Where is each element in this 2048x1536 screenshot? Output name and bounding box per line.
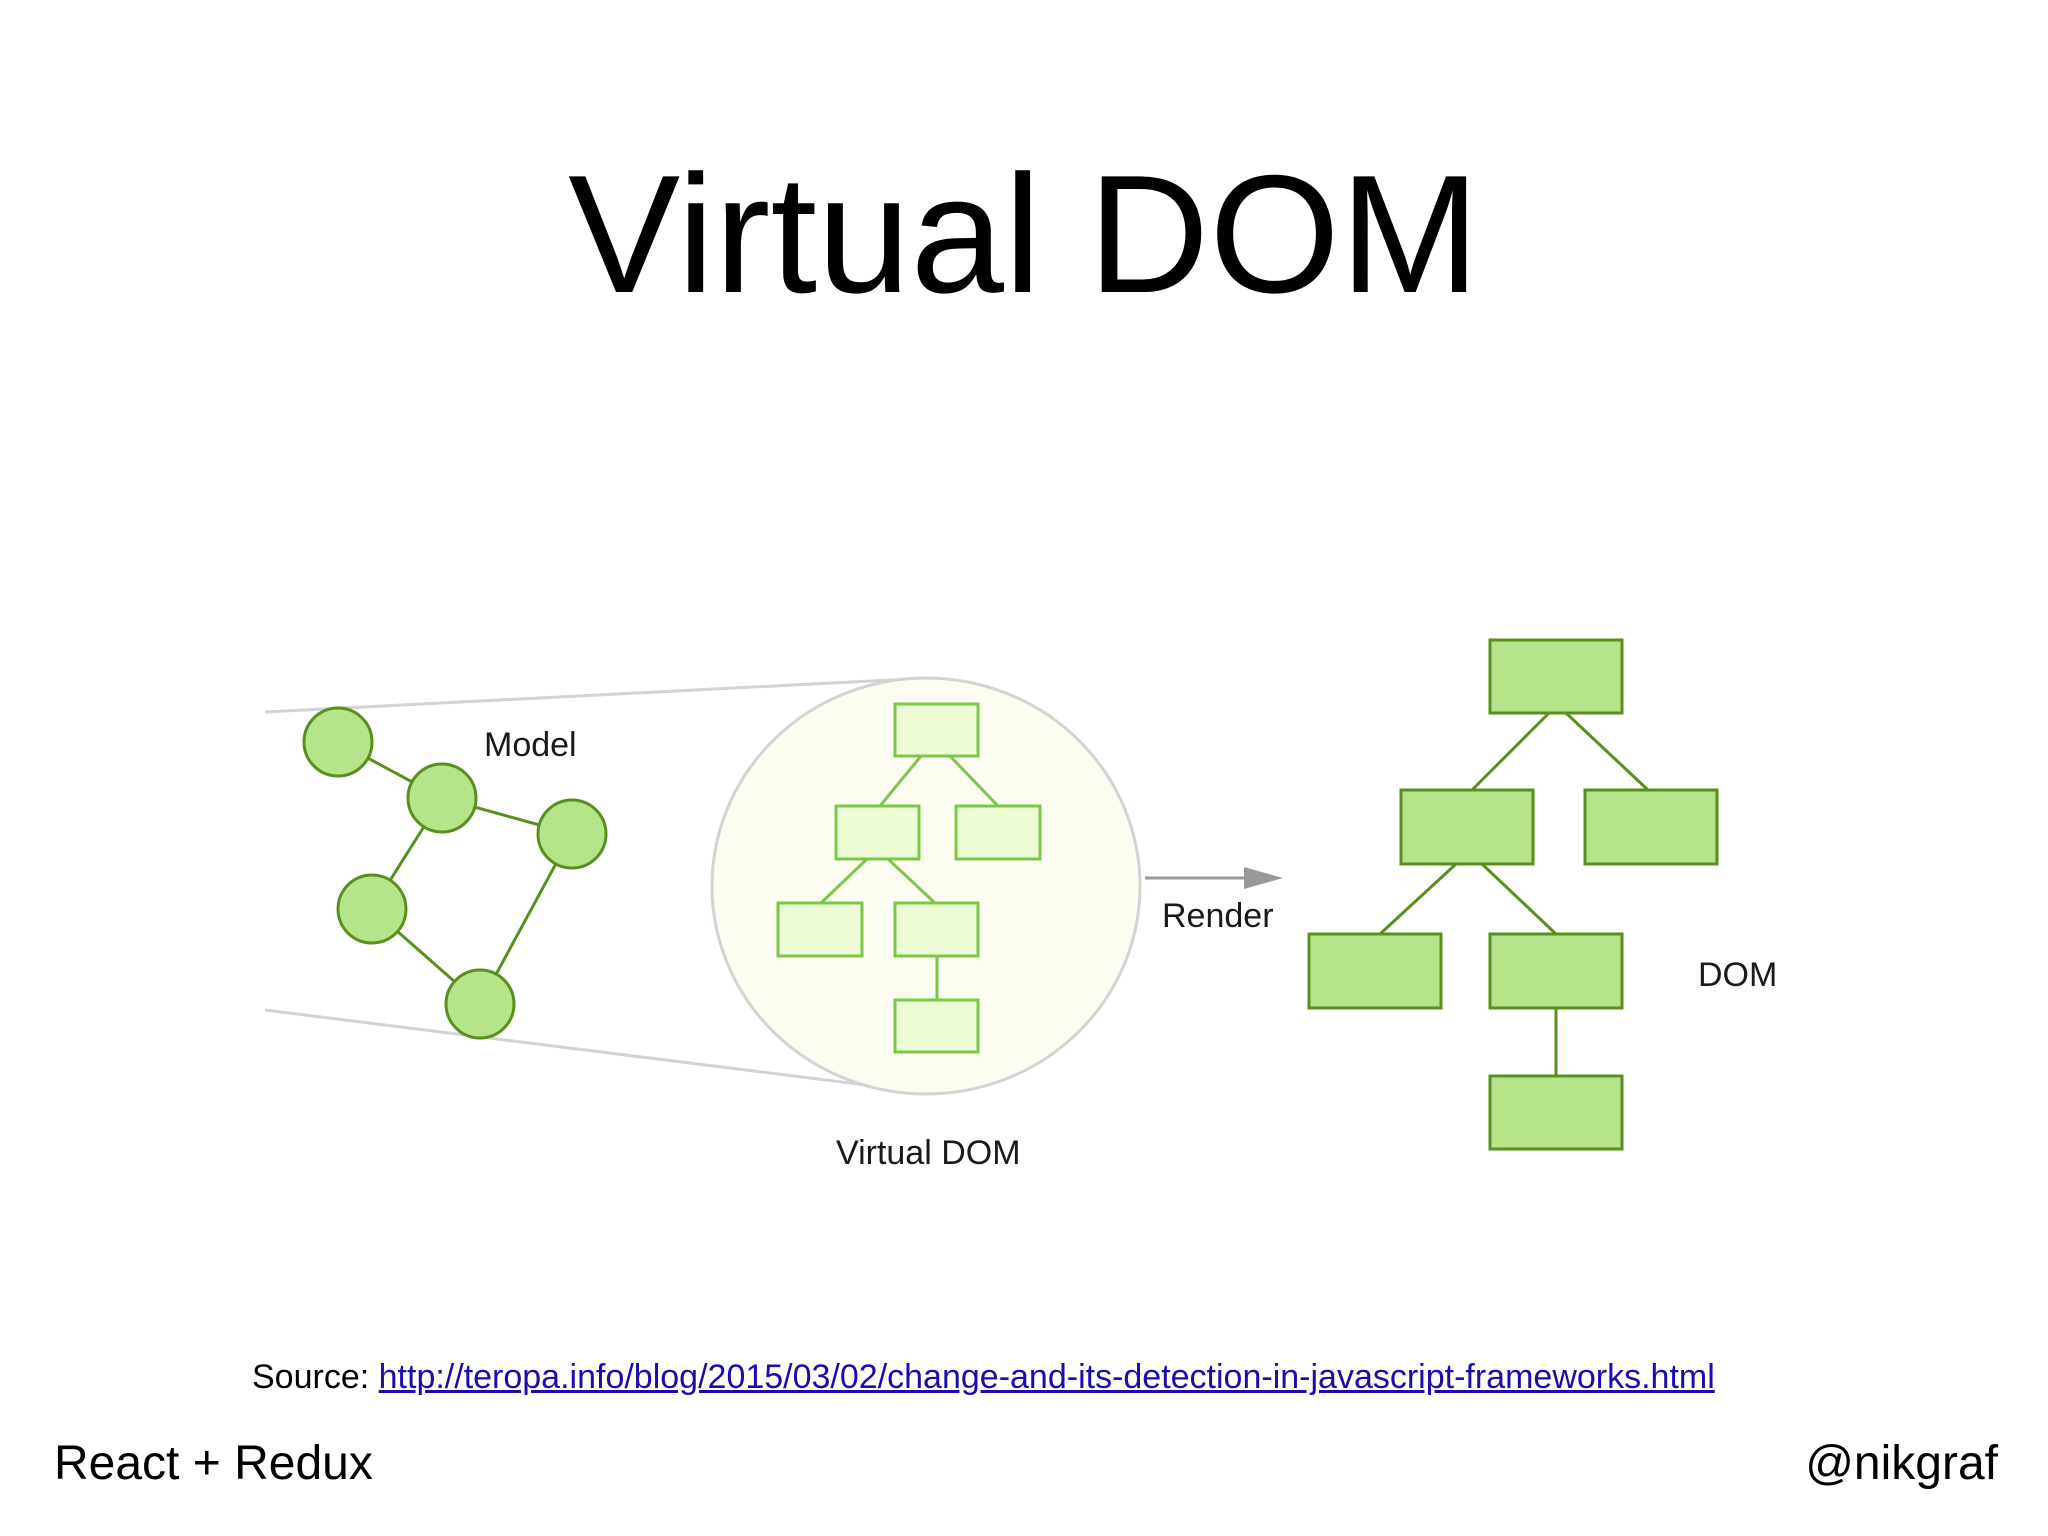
virtual-dom-lens [710, 676, 1142, 1096]
vdom-node [893, 901, 980, 958]
model-nodes [302, 706, 608, 1040]
model-node [302, 706, 374, 778]
dom-node [1399, 788, 1535, 866]
source-link[interactable]: http://teropa.info/blog/2015/03/02/chang… [378, 1358, 1715, 1396]
dom-node [1488, 1074, 1624, 1151]
vdom-node [893, 998, 980, 1054]
render-arrow-head [1244, 867, 1283, 889]
vdom-node [834, 804, 921, 861]
model-node [406, 762, 478, 834]
source-citation: Source: http://teropa.info/blog/2015/03/… [252, 1358, 1715, 1397]
vdom-node [893, 702, 980, 758]
vdom-node [954, 804, 1042, 861]
virtual-dom-label: Virtual DOM [836, 1134, 1021, 1172]
dom-nodes [1307, 638, 1719, 1151]
source-label: Source: [252, 1358, 370, 1396]
model-label: Model [484, 726, 577, 764]
model-node [444, 968, 516, 1040]
render-label: Render [1162, 897, 1274, 935]
model-node [536, 798, 608, 870]
dom-node [1307, 932, 1443, 1010]
footer-author-handle: @nikgraf [1805, 1437, 1998, 1490]
lens-line-bottom [264, 1008, 931, 1095]
slide-title: Virtual DOM [568, 140, 1480, 328]
dom-label: DOM [1698, 956, 1777, 994]
dom-edges [1378, 711, 1650, 1076]
model-node [336, 873, 408, 945]
lens-line-top [264, 676, 931, 714]
vdom-node [776, 901, 864, 958]
footer-talk-title: React + Redux [54, 1437, 373, 1490]
dom-node [1488, 932, 1624, 1010]
vdom-nodes [776, 702, 1042, 1054]
vdom-edges [819, 754, 1000, 1000]
dom-node [1583, 788, 1719, 866]
dom-node [1488, 638, 1624, 715]
